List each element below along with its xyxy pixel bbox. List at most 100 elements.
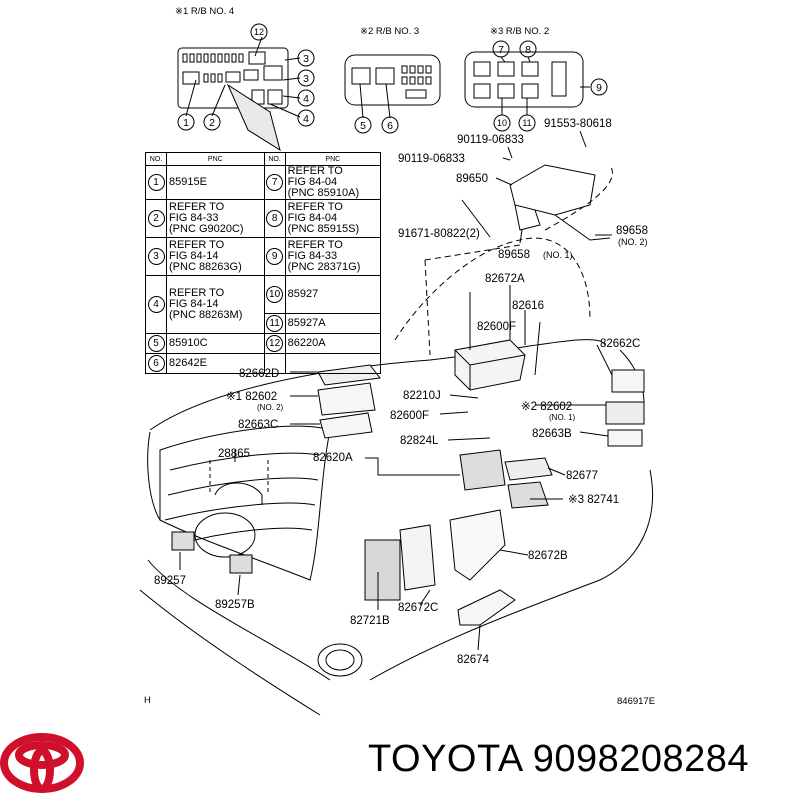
callout-82672A: 82672A (485, 273, 525, 285)
bracket-82674 (457, 589, 516, 626)
callouts: 90119-06833 91553-80618 90119-06833 8965… (154, 118, 648, 666)
table-header: NO. PNC NO. PNC (145, 152, 382, 166)
marker-3b: 3 (297, 69, 315, 87)
relay-block-4-slots (182, 51, 283, 105)
marker-9: 9 (590, 78, 608, 96)
pnc-cell: 85910C (166, 333, 265, 354)
callout-82672B: 82672B (528, 550, 568, 562)
marker-3a: 3 (297, 49, 315, 67)
footer-code: H (144, 695, 151, 706)
marker-5: 5 (354, 116, 372, 134)
brand-name: TOYOTA (368, 738, 522, 780)
drawing-number: 846917E (617, 696, 655, 707)
table-row: 5 85910C 12 86220A (145, 333, 382, 354)
callout-82677: 82677 (566, 470, 598, 482)
callout-82674: 82674 (457, 654, 490, 666)
sensor-89257 (171, 531, 195, 551)
relay-block-2-title: ※3 R/B NO. 2 (490, 26, 549, 37)
pnc-cell: REFER TO FIG 84-33 (PNC G9020C) (166, 199, 265, 238)
fusebox-82620A (459, 449, 506, 491)
header-no-2: NO. (263, 152, 286, 166)
svg-text:11: 11 (522, 118, 531, 128)
svg-text:7: 7 (498, 44, 504, 56)
callout-28865: 28865 (218, 448, 250, 460)
svg-text:12: 12 (254, 27, 264, 37)
callout-89257B: 89257B (215, 599, 255, 611)
svg-text:8: 8 (525, 44, 531, 56)
callout-82616: 82616 (512, 300, 544, 312)
callout-82620A: 82620A (313, 452, 353, 464)
table-row: 1 85915E 7 REFER TO FIG 84-04 (PNC 85910… (145, 165, 382, 200)
bracket-82672B (449, 509, 506, 581)
svg-text:2: 2 (209, 117, 215, 129)
row-number: 8 (266, 210, 284, 227)
marker-8: 8 (519, 40, 537, 58)
bracket-28865 (214, 482, 263, 505)
callout-82741: ※3 82741 (568, 494, 619, 506)
ecu-82600F (454, 339, 526, 391)
pnc-cell: 85927A (284, 313, 382, 334)
row-number: 2 (147, 210, 165, 227)
row-number: 11 (266, 315, 284, 332)
row-number: 1 (147, 174, 165, 191)
callout-82663C: 82663C (238, 419, 278, 431)
marker-4a: 4 (297, 89, 315, 107)
relay-82663B (607, 429, 643, 447)
relay-block-3 (344, 54, 441, 106)
callout-89658-no2-sub: (NO. 2) (618, 237, 648, 247)
pnc-cell: REFER TO FIG 84-04 (PNC 85915S) (284, 199, 382, 238)
svg-text:1: 1 (183, 117, 189, 129)
header-no-1: NO. (145, 152, 167, 166)
callout-89658-no1: 89658 (498, 249, 530, 261)
pnc-cell: REFER TO FIG 84-33 (PNC 28371G) (284, 237, 382, 276)
header-pnc-2: PNC (284, 152, 382, 166)
headlight (317, 643, 363, 677)
pnc-cell: 85915E (166, 165, 265, 200)
row-number: 12 (266, 335, 284, 352)
callout-leaders (179, 130, 613, 651)
callout-82602-right: ※2 82602 (521, 401, 572, 413)
row-number: 4 (147, 296, 165, 313)
callout-82721B: 82721B (350, 615, 390, 627)
pnc-cell: REFER TO FIG 84-14 (PNC 88263M) (166, 275, 265, 334)
callout-91671-80822: 91671-80822(2) (398, 228, 480, 240)
table-row: 2 REFER TO FIG 84-33 (PNC G9020C) 8 REFE… (145, 199, 382, 238)
relay-82602-right (605, 401, 645, 425)
callout-82663B: 82663B (532, 428, 572, 440)
callout-91553-80618: 91553-80618 (544, 118, 612, 130)
pnc-table: NO. PNC NO. PNC 1 85915E 7 REFER TO FIG … (145, 152, 382, 374)
relay-82662C (611, 369, 645, 393)
table-row: 3 REFER TO FIG 84-14 (PNC 88263G) 9 REFE… (145, 237, 382, 276)
callout-89658-no1-sub: (NO. 1) (543, 250, 573, 260)
pnc-cell: 86220A (284, 333, 382, 354)
callout-89658-no2: 89658 (616, 225, 648, 237)
marker-7: 7 (492, 40, 510, 58)
marker-1: 1 (177, 113, 195, 131)
car-hood-outline (149, 339, 606, 431)
svg-text:9: 9 (596, 82, 602, 94)
header-pnc-1: PNC (166, 152, 265, 166)
callout-82824L: 82824L (400, 435, 439, 447)
relay-block-3-title: ※2 R/B NO. 3 (360, 26, 419, 37)
grille (159, 425, 331, 581)
callout-82600F: 82600F (390, 410, 429, 422)
svg-text:5: 5 (360, 120, 366, 132)
row-number: 5 (147, 335, 165, 352)
relay-block-4 (177, 47, 289, 109)
row-number: 3 (147, 248, 165, 265)
marker-11: 11 (518, 114, 536, 132)
row-number: 6 (147, 355, 165, 372)
svg-text:4: 4 (303, 93, 309, 105)
pnc-cell: 82642E (166, 353, 265, 374)
pnc-cell: 85927 (284, 275, 382, 314)
callout-82602-left: ※1 82602 (226, 391, 277, 403)
emblem (194, 512, 256, 558)
svg-text:6: 6 (387, 120, 393, 132)
marker-4b: 4 (297, 109, 315, 127)
module-82721B (364, 539, 401, 601)
callout-82602-left-sub: (NO. 2) (257, 403, 284, 412)
table-row: 6 82642E (145, 353, 382, 374)
pnc-cell: REFER TO FIG 84-14 (PNC 88263G) (166, 237, 265, 276)
dashed-outline (394, 237, 591, 341)
